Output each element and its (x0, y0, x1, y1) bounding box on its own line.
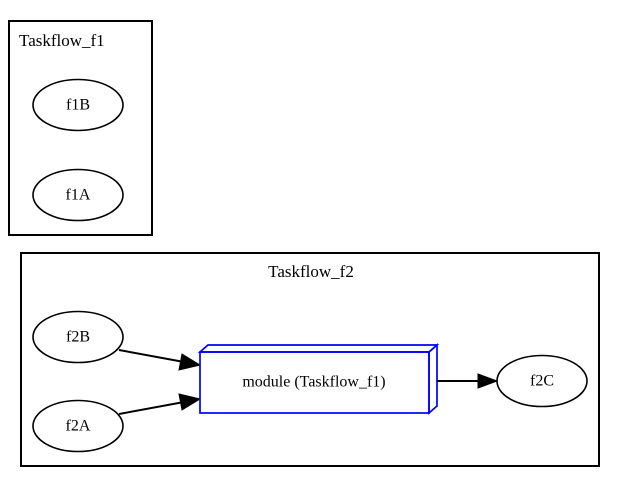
node-module-right-face (428, 343, 438, 415)
node-f2C[interactable]: f2C (496, 354, 588, 408)
node-f2C-shape[interactable] (496, 354, 588, 408)
edge-f2A-module-line (118, 401, 185, 415)
edge-module-f2C-arrowhead (477, 373, 499, 389)
node-f2B[interactable]: f2B (32, 310, 124, 364)
node-f2C-label: f2C (530, 373, 554, 390)
cluster-taskflow-f1: Taskflow_f1 f1B f1A (8, 20, 153, 236)
node-f1A-label: f1A (66, 187, 91, 204)
edge-module-f2C (437, 373, 499, 389)
edge-f2A-module (118, 393, 202, 415)
node-module-top-face (197, 344, 440, 353)
node-f1A[interactable]: f1A (32, 168, 124, 222)
edge-f2B-module (118, 349, 202, 371)
edge-f2A-module-arrowhead (178, 393, 202, 411)
node-f1B-label: f1B (66, 97, 90, 114)
node-f2A-shape[interactable] (32, 399, 124, 453)
cluster-f1-label: Taskflow_f1 (19, 31, 105, 50)
cluster-f2-label: Taskflow_f2 (268, 262, 354, 281)
cluster-f2-border (20, 252, 600, 467)
node-module[interactable]: module (Taskflow_f1) (197, 343, 440, 415)
cluster-f1-border (8, 20, 153, 236)
node-f2A[interactable]: f2A (32, 399, 124, 453)
node-module-label: module (Taskflow_f1) (242, 374, 385, 391)
node-f2A-label: f2A (66, 418, 91, 435)
node-f1B-shape[interactable] (32, 78, 124, 132)
edge-f2B-module-arrowhead (178, 353, 202, 371)
node-f1A-shape[interactable] (32, 168, 124, 222)
node-f2B-label: f2B (66, 329, 90, 346)
node-f2B-shape[interactable] (32, 310, 124, 364)
edge-f2B-module-line (118, 349, 185, 363)
cluster-taskflow-f2: Taskflow_f2 f2B f2A (20, 252, 600, 467)
node-f1B[interactable]: f1B (32, 78, 124, 132)
